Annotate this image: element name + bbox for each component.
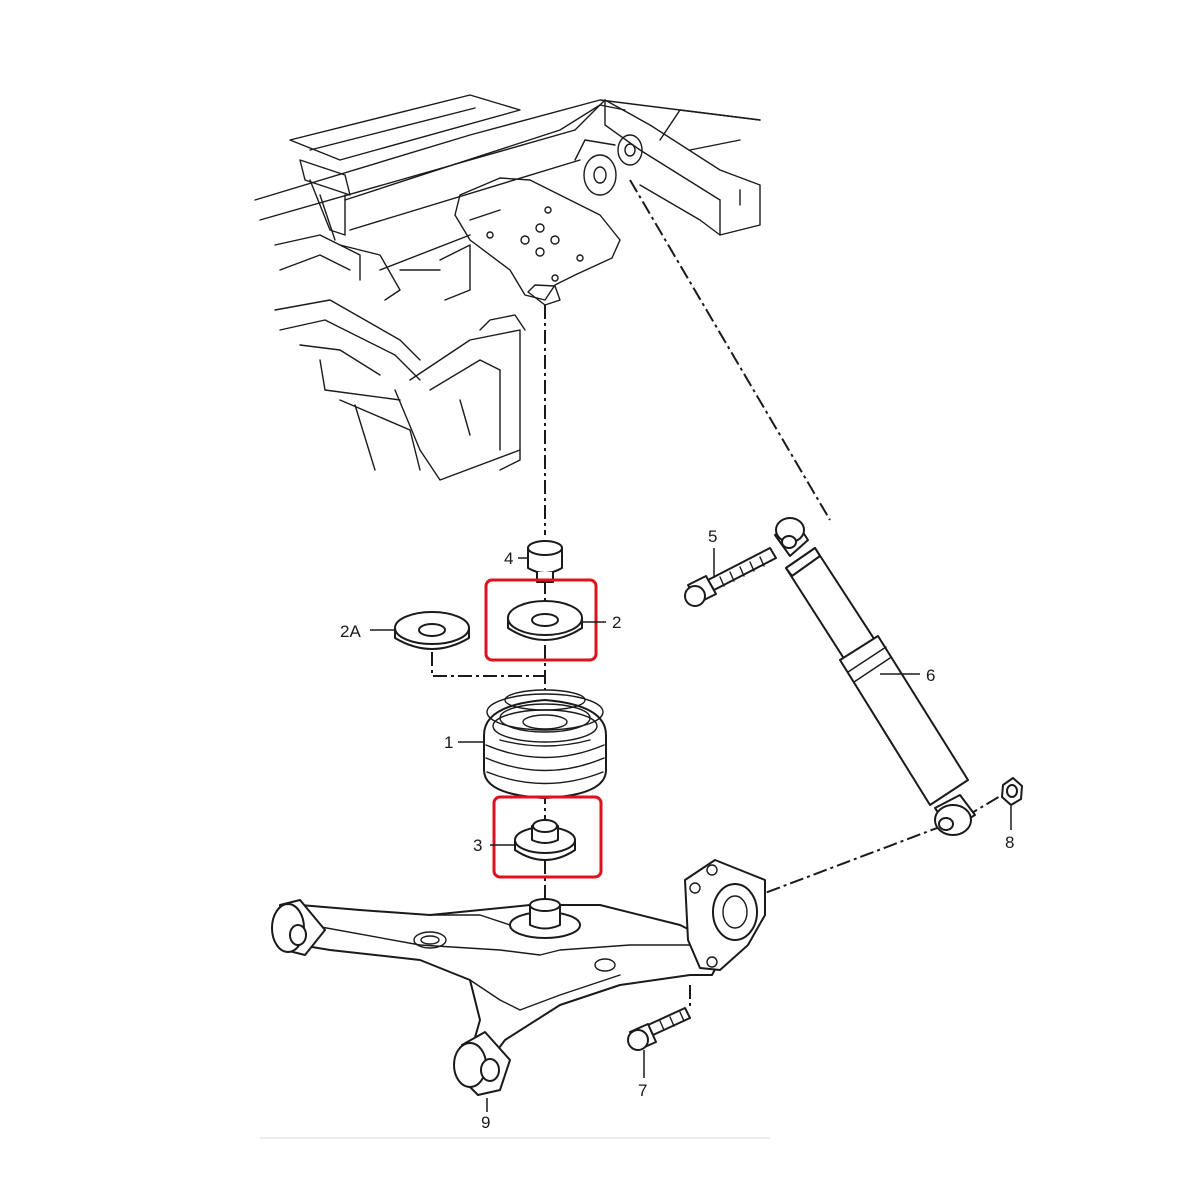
part-4-bump-stop: [527, 540, 563, 583]
callout-5: 5: [708, 527, 717, 546]
part-2-spring-pad: [507, 600, 583, 641]
callout-7: 7: [638, 1081, 647, 1100]
chassis-frame: [254, 94, 761, 481]
callout-3: 3: [473, 836, 482, 855]
part-5-bolt: [684, 547, 777, 607]
leader-lines: [370, 548, 1012, 1112]
highlight-box-part-3: [492, 795, 603, 879]
callout-2a: 2A: [340, 622, 361, 641]
callout-4: 4: [504, 549, 513, 568]
callout-9: 9: [481, 1113, 490, 1132]
callout-8: 8: [1005, 833, 1014, 852]
callout-1: 1: [444, 733, 453, 752]
part-8-nut: [1001, 777, 1023, 806]
part-1-coil-spring: [483, 689, 607, 799]
callout-6: 6: [926, 666, 935, 685]
part-2a-spring-pad: [394, 611, 470, 650]
trailing-arm: [271, 859, 766, 1096]
highlight-box-part-2: [484, 578, 598, 662]
part-3-spring-seat: [514, 819, 576, 861]
callout-2: 2: [612, 613, 621, 632]
part-7-bolt: [627, 1007, 691, 1051]
part-6-shock-absorber: [774, 517, 976, 836]
